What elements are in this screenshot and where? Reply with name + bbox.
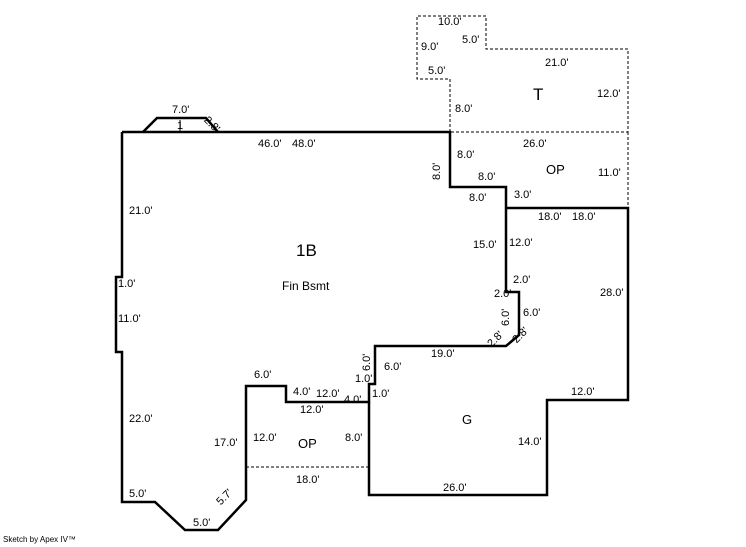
dimension-label: 48.0' xyxy=(292,138,316,150)
dimension-label: 12.0' xyxy=(300,404,324,416)
dimension-label: 3.0' xyxy=(514,189,532,201)
dimension-label: 2.0' xyxy=(494,288,512,300)
dimension-label: 26.0' xyxy=(523,138,547,150)
dimension-label: 12.0' xyxy=(597,88,621,100)
dimension-label: 8.0' xyxy=(469,192,487,204)
dimension-label: 8.0' xyxy=(457,149,475,161)
area-label-porch-bottom: OP xyxy=(298,436,317,451)
dimension-label: 17.0' xyxy=(214,437,238,449)
area-label-porch-top: OP xyxy=(546,162,565,177)
dimension-label: 18.0' xyxy=(572,211,596,223)
dimension-label: 5.0' xyxy=(462,34,480,46)
dimension-label: 4.0' xyxy=(344,394,362,406)
dimension-label: 6.0' xyxy=(361,353,373,371)
dimension-label: 5.0' xyxy=(193,517,211,529)
dimension-label: 12.0' xyxy=(316,388,340,400)
solid-walls xyxy=(114,116,630,532)
dimension-label: 15.0' xyxy=(473,239,497,251)
garage-outline xyxy=(367,206,630,497)
dimension-label: 21.0' xyxy=(129,205,153,217)
dimension-label: 12.0' xyxy=(509,237,533,249)
footer-credit: Sketch by Apex IV™ xyxy=(3,535,76,544)
area-label-1b: 1B xyxy=(296,241,317,260)
dimension-label: 1.0' xyxy=(118,278,136,290)
area-label-terrace: T xyxy=(533,85,544,104)
dimension-label: 12.0' xyxy=(253,432,277,444)
dimension-label: 2.0' xyxy=(513,274,531,286)
dimension-label: 10.0' xyxy=(438,16,462,28)
dimension-label: 7.0' xyxy=(172,104,190,116)
dimension-label: 6.0' xyxy=(384,361,402,373)
area-label-bay: 1 xyxy=(177,120,184,132)
dimension-label: 9.0' xyxy=(421,41,439,53)
terrace-outline xyxy=(416,15,629,133)
dimension-label: 1.0' xyxy=(372,388,390,400)
dashed-outlines xyxy=(246,15,629,468)
dimension-label: 6.0' xyxy=(523,307,541,319)
dimension-label: 8.0' xyxy=(455,103,473,115)
area-label-fin-bsmt: Fin Bsmt xyxy=(282,279,330,293)
dimension-label: 19.0' xyxy=(431,348,455,360)
dimension-label: 4.0' xyxy=(293,386,311,398)
dimension-label: 5.0' xyxy=(129,488,147,500)
dimension-label: 21.0' xyxy=(545,57,569,69)
dimension-label: 18.0' xyxy=(296,474,320,486)
dimension-label: 28.0' xyxy=(600,287,624,299)
dimension-label: 11.0' xyxy=(118,313,141,325)
dimension-label: 8.0' xyxy=(345,432,363,444)
dimension-label: 14.0' xyxy=(518,436,542,448)
dimension-label: 6.0' xyxy=(500,308,512,326)
dimension-label: 22.0' xyxy=(129,413,153,425)
dimension-label: 46.0' xyxy=(258,138,282,150)
dimension-label: 18.0' xyxy=(538,211,562,223)
area-label-garage: G xyxy=(462,412,473,427)
main-outline xyxy=(114,130,521,532)
dimension-label: 1.0' xyxy=(355,373,373,385)
dimension-label: 11.0' xyxy=(598,167,621,179)
dimension-label: 8.0' xyxy=(478,171,496,183)
dimension-label: 6.0' xyxy=(254,369,272,381)
bay-window xyxy=(142,116,219,133)
dimension-label: 26.0' xyxy=(443,482,467,494)
dimension-label: 12.0' xyxy=(571,386,595,398)
dimension-label: 5.0' xyxy=(428,65,446,77)
dimension-label: 8.0' xyxy=(431,162,443,180)
